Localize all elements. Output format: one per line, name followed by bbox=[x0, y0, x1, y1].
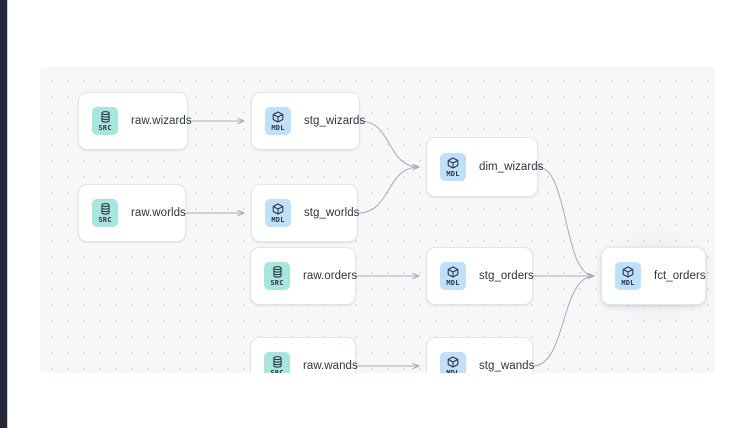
cube-icon: MDL bbox=[440, 153, 466, 181]
node-label: raw.worlds bbox=[131, 207, 186, 219]
lineage-edge-stg_wands-to-fct_orders bbox=[532, 276, 594, 367]
lineage-node-stg_orders[interactable]: MDL stg_orders bbox=[426, 247, 534, 305]
lineage-node-dim_wizards[interactable]: MDL dim_wizards bbox=[426, 137, 543, 197]
lineage-edge-dim_wizards-to-fct_orders bbox=[537, 166, 594, 276]
lineage-node-raw_worlds[interactable]: SRC raw.worlds bbox=[78, 184, 186, 242]
database-icon: SRC bbox=[92, 107, 118, 135]
node-kind-label: MDL bbox=[446, 169, 460, 178]
lineage-node-stg_worlds[interactable]: MDL stg_worlds bbox=[251, 184, 360, 242]
lineage-node-raw_wizards[interactable]: SRC raw.wizards bbox=[78, 92, 192, 150]
cube-icon: MDL bbox=[265, 107, 291, 135]
lineage-node-fct_orders[interactable]: MDL fct_orders bbox=[601, 247, 706, 305]
node-label: raw.orders bbox=[303, 270, 358, 282]
node-kind-label: SRC bbox=[270, 278, 284, 287]
lineage-edge-stg_wizards-to-dim_wizards bbox=[359, 120, 419, 167]
lineage-node-stg_wands[interactable]: MDL stg_wands bbox=[426, 337, 535, 373]
node-label: stg_wands bbox=[479, 360, 535, 372]
node-kind-label: SRC bbox=[270, 368, 284, 374]
node-label: fct_orders bbox=[654, 270, 706, 282]
node-kind-label: MDL bbox=[446, 368, 460, 374]
node-kind-label: SRC bbox=[98, 123, 112, 132]
database-icon: SRC bbox=[264, 262, 290, 290]
node-label: stg_worlds bbox=[304, 207, 360, 219]
node-kind-label: MDL bbox=[621, 278, 635, 287]
node-label: raw.wizards bbox=[131, 115, 192, 127]
cube-icon: MDL bbox=[440, 352, 466, 373]
lineage-node-stg_wizards[interactable]: MDL stg_wizards bbox=[251, 92, 365, 150]
node-label: dim_wizards bbox=[479, 161, 544, 173]
database-icon: SRC bbox=[92, 199, 118, 227]
node-kind-label: MDL bbox=[271, 123, 285, 132]
edge-layer bbox=[186, 67, 715, 373]
lineage-edge-stg_worlds-to-dim_wizards bbox=[357, 167, 419, 214]
cube-icon: MDL bbox=[265, 199, 291, 227]
left-nav-rail[interactable] bbox=[0, 0, 7, 428]
node-label: stg_orders bbox=[479, 270, 534, 282]
rail-divider bbox=[7, 0, 8, 428]
cube-icon: MDL bbox=[440, 262, 466, 290]
cube-icon: MDL bbox=[615, 262, 641, 290]
lineage-node-raw_orders[interactable]: SRC raw.orders bbox=[250, 247, 358, 305]
node-kind-label: SRC bbox=[98, 215, 112, 224]
node-kind-label: MDL bbox=[446, 278, 460, 287]
lineage-node-raw_wands[interactable]: SRC raw.wands bbox=[250, 337, 358, 373]
database-icon: SRC bbox=[264, 352, 290, 373]
node-kind-label: MDL bbox=[271, 215, 285, 224]
node-label: raw.wands bbox=[303, 360, 358, 372]
node-label: stg_wizards bbox=[304, 115, 366, 127]
